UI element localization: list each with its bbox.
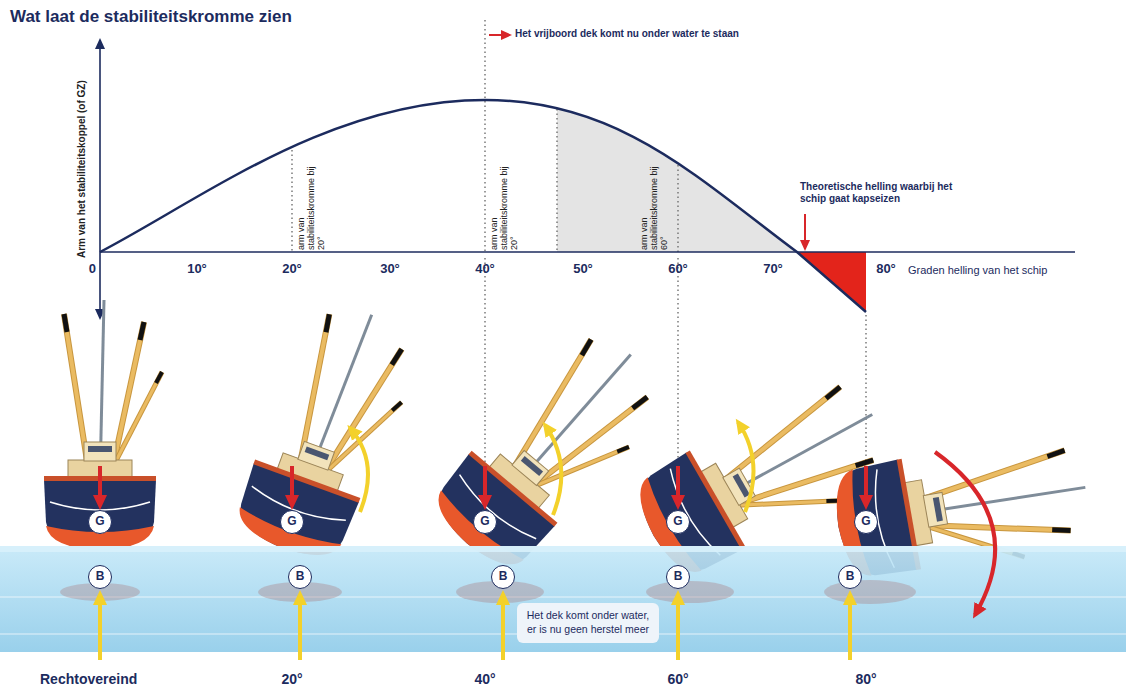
- y-axis: [99, 40, 101, 252]
- tick-label: 40°: [465, 262, 505, 277]
- axis-title: Graden helling van het schip: [908, 264, 1047, 277]
- guide-label: arm van stabiliteitskromme bij 20°: [297, 158, 327, 250]
- angle-caption: Rechtovereind: [40, 671, 137, 687]
- ship-40: [424, 316, 675, 583]
- center-letter: B: [674, 569, 683, 583]
- center-letter: G: [287, 514, 296, 528]
- buoyancy-center: B: [838, 565, 862, 589]
- center-letter: G: [480, 514, 489, 528]
- gravity-center: G: [666, 510, 690, 534]
- stability-curve: [100, 100, 866, 312]
- pointer-arrow: [804, 214, 806, 249]
- note-box: Het dek komt onder water, er is nu geen …: [517, 603, 659, 643]
- center-letter: B: [846, 569, 855, 583]
- gravity-center: G: [280, 510, 304, 534]
- ship-upright: [44, 300, 162, 550]
- diagram-title: Wat laat de stabiliteitskromme zien: [10, 7, 292, 27]
- axis-title: Arm van het stabiliteitskoppel (of GZ): [76, 43, 87, 258]
- buoyancy-arrows: [100, 594, 850, 660]
- water-surface: [0, 546, 1126, 552]
- center-letter: G: [95, 514, 104, 528]
- guide-label: arm van stabiliteitskromme bij 60°: [640, 158, 670, 250]
- buoyancy-center: B: [288, 565, 312, 589]
- buoyancy-center: B: [88, 565, 112, 589]
- shaded-area: [557, 100, 797, 252]
- tick-label: 30°: [370, 262, 410, 277]
- tick-label: 80°: [868, 262, 904, 277]
- buoyancy-center: B: [491, 565, 515, 589]
- center-letter: B: [296, 569, 305, 583]
- center-letter: G: [861, 514, 870, 528]
- tick-label: 20°: [272, 262, 312, 277]
- x-axis: [100, 251, 1075, 253]
- tick-label: 0: [80, 262, 96, 277]
- tick-label: 10°: [177, 262, 217, 277]
- gravity-center: G: [854, 510, 878, 534]
- note-text: Het dek komt onder water, er is nu geen …: [527, 609, 650, 635]
- y-axis-down: [99, 252, 101, 318]
- hull-shadows: [60, 580, 916, 604]
- ship-20: [230, 294, 426, 569]
- note-label: Theoretische helling waarbij het schip g…: [800, 181, 972, 204]
- angle-caption: 60°: [653, 671, 703, 687]
- tick-label: 60°: [658, 262, 698, 277]
- center-letter: G: [673, 514, 682, 528]
- water: [0, 546, 1126, 652]
- buoyancy-center: B: [666, 565, 690, 589]
- gravity-center: G: [88, 510, 112, 534]
- guide-label: arm van stabiliteitskromme bij 20°: [490, 158, 520, 250]
- angle-caption: 40°: [460, 671, 510, 687]
- gravity-center: G: [473, 510, 497, 534]
- guide-lines: [292, 20, 866, 462]
- tick-label: 70°: [753, 262, 793, 277]
- tick-label: 50°: [563, 262, 603, 277]
- note-label: Het vrijboord dek komt nu onder water te…: [515, 28, 739, 40]
- rotation-arrows: [350, 422, 995, 615]
- angle-caption: 20°: [267, 671, 317, 687]
- pointer-arrow: [489, 34, 510, 36]
- angle-caption: 80°: [841, 671, 891, 687]
- center-letter: B: [499, 569, 508, 583]
- center-letter: B: [96, 569, 105, 583]
